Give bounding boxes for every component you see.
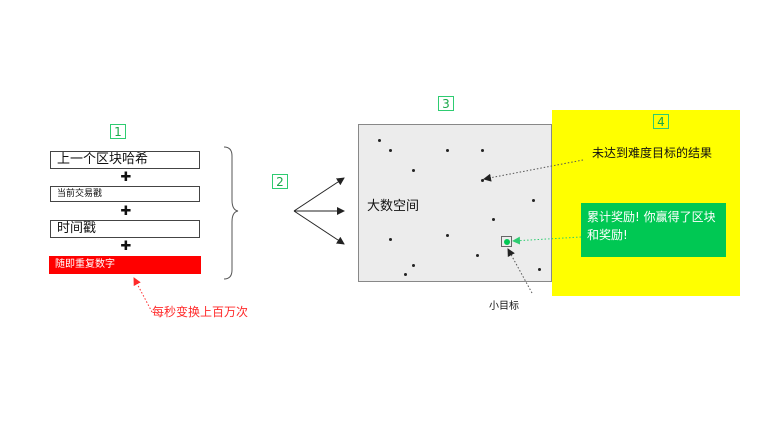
hash-dot — [446, 149, 449, 152]
hash-dot — [389, 149, 392, 152]
reward-box: 累计奖励! 你赢得了区块和奖励! — [581, 203, 726, 257]
plus-icon: ✚ — [120, 239, 132, 254]
hash-dot — [412, 264, 415, 267]
hash-dot — [412, 169, 415, 172]
tx-timestamp-label: 当前交易戳 — [57, 189, 103, 199]
input-prev-block-hash: 上一个区块哈希 — [50, 151, 200, 169]
step-1-label: 1 — [110, 124, 126, 139]
nonce-note: 每秒变换上百万次 — [152, 305, 249, 319]
reward-text: 累计奖励! 你赢得了区块和奖励! — [587, 210, 716, 242]
hash-dot — [481, 179, 484, 182]
nonce-label: 随即重复数字 — [55, 259, 115, 270]
hash-dot — [404, 273, 407, 276]
brace-icon — [223, 146, 239, 280]
hash-dot — [481, 149, 484, 152]
step-2-label: 2 — [272, 174, 288, 189]
input-nonce: 随即重复数字 — [49, 256, 201, 274]
hash-dot — [476, 254, 479, 257]
hash-dot — [446, 234, 449, 237]
number-space-box — [358, 124, 552, 282]
small-target-box — [501, 236, 512, 247]
small-target-label: 小目标 — [489, 301, 519, 312]
number-space-label: 大数空间 — [367, 199, 420, 214]
target-hit-dot — [504, 239, 510, 245]
step-3-label: 3 — [438, 96, 454, 111]
plus-icon: ✚ — [120, 204, 132, 219]
hash-dot — [492, 218, 495, 221]
miss-result-label: 未达到难度目标的结果 — [592, 146, 713, 160]
hash-dot — [378, 139, 381, 142]
hash-dot — [538, 268, 541, 271]
timestamp-label: 时间戳 — [57, 221, 97, 236]
prev-hash-label: 上一个区块哈希 — [57, 152, 149, 167]
input-timestamp: 时间戳 — [50, 220, 200, 238]
hash-dot — [389, 238, 392, 241]
input-tx-timestamp: 当前交易戳 — [50, 186, 200, 202]
hash-dot — [532, 199, 535, 202]
plus-icon: ✚ — [120, 170, 132, 185]
step-4-label: 4 — [653, 114, 669, 129]
